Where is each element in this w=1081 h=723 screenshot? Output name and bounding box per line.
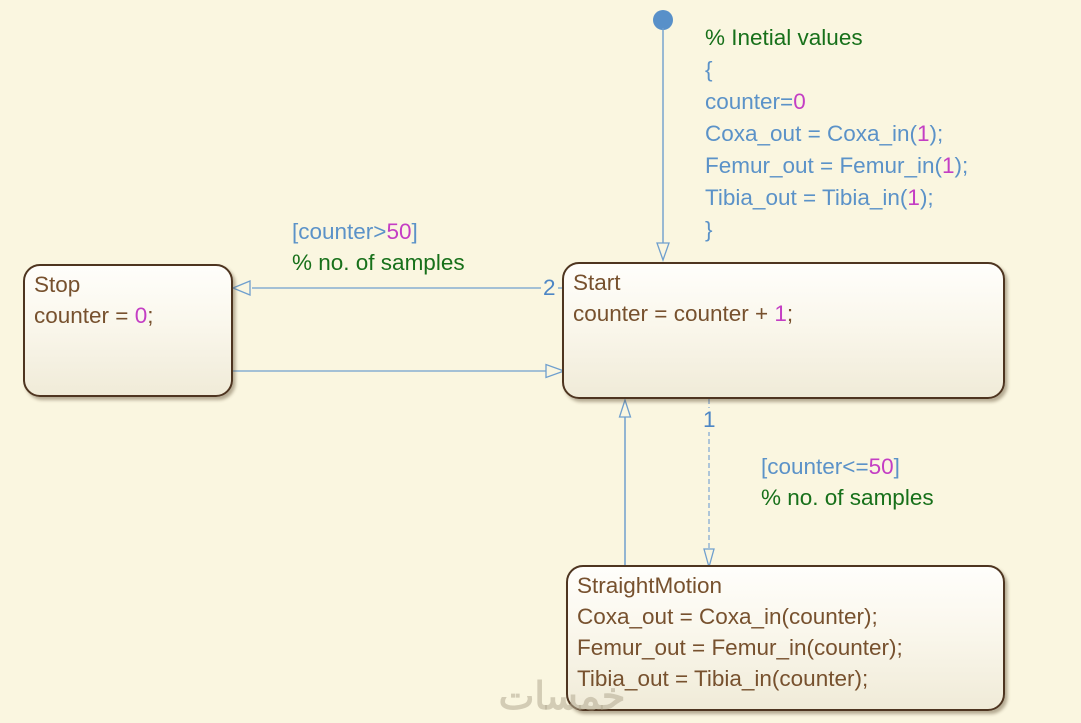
init-statement: Coxa_out = Coxa_in(1); <box>705 121 944 146</box>
state-straightmotion-action: Tibia_out = Tibia_in(counter); <box>577 666 869 691</box>
default-transition-arrowhead <box>656 242 670 262</box>
init-open-brace: { <box>705 57 713 82</box>
transition-start-to-straightmotion-label[interactable]: [counter<=50] % no. of samples <box>761 451 934 513</box>
init-statement: counter=0 <box>705 89 806 114</box>
state-start-action: counter = counter + 1; <box>573 301 794 326</box>
state-straightmotion[interactable]: StraightMotion Coxa_out = Coxa_in(counte… <box>566 565 1005 711</box>
default-transition-origin-dot[interactable] <box>653 10 673 30</box>
init-statement: Tibia_out = Tibia_in(1); <box>705 185 934 210</box>
transition-stop-to-start-arrowhead <box>545 363 566 379</box>
state-straightmotion-action: Femur_out = Femur_in(counter); <box>577 635 903 660</box>
condition-comment: % no. of samples <box>761 485 934 510</box>
transition-start-to-stop-arrowhead <box>231 280 251 296</box>
state-start-title: Start <box>573 270 621 295</box>
transition-order-badge-2[interactable]: 2 <box>541 275 558 300</box>
transition-start-to-straightmotion-arrowhead <box>703 548 715 570</box>
state-start[interactable]: Start counter = counter + 1; <box>562 262 1005 399</box>
condition-text: [counter>50] <box>292 219 418 244</box>
state-stop-title: Stop <box>34 272 81 297</box>
state-stop-action: counter = 0; <box>34 303 154 328</box>
transition-order-badge-1[interactable]: 1 <box>701 407 718 432</box>
condition-comment: % no. of samples <box>292 250 465 275</box>
transition-start-to-stop-label[interactable]: [counter>50] % no. of samples <box>292 216 465 278</box>
condition-text: [counter<=50] <box>761 454 900 479</box>
transition-straightmotion-to-start-arrowhead <box>618 397 632 418</box>
init-comment: % Inetial values <box>705 25 863 50</box>
state-straightmotion-title: StraightMotion <box>577 573 723 598</box>
state-stop[interactable]: Stop counter = 0; <box>23 264 233 397</box>
default-transition-label[interactable]: % Inetial values { counter=0 Coxa_out = … <box>705 22 968 246</box>
init-statement: Femur_out = Femur_in(1); <box>705 153 969 178</box>
init-close-brace: } <box>705 217 713 242</box>
state-straightmotion-action: Coxa_out = Coxa_in(counter); <box>577 604 878 629</box>
